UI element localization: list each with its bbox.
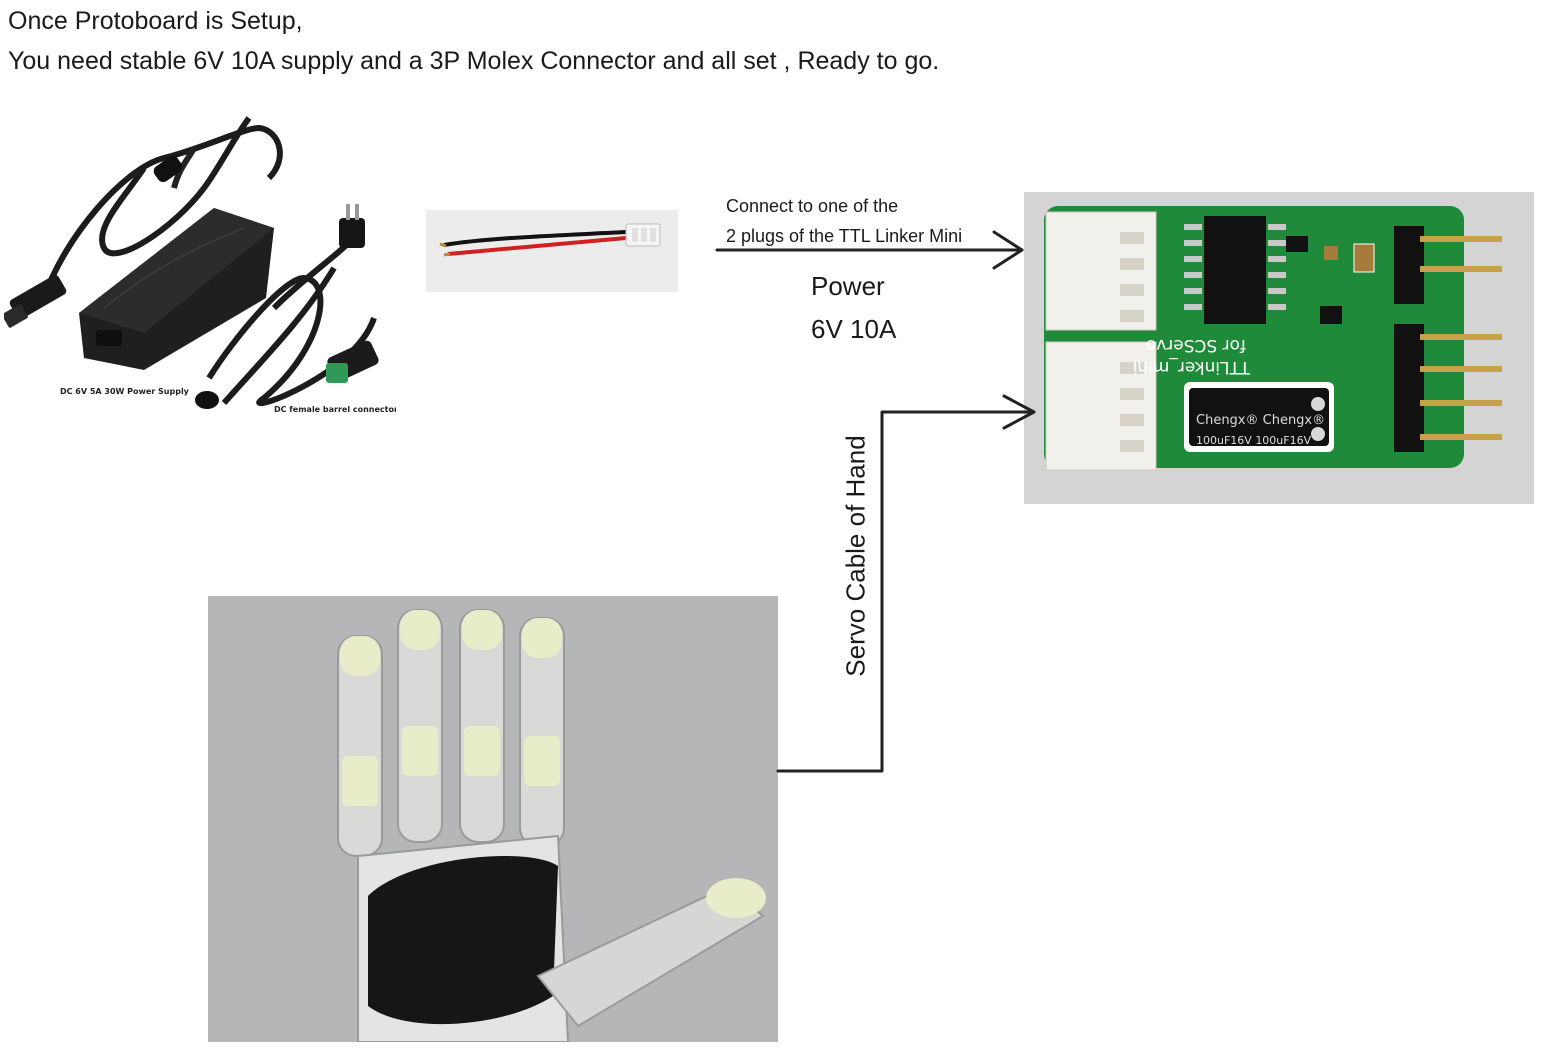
capacitor-value: 100uF16V 100uF16V [1196,434,1312,447]
intro-line-1: Once Protoboard is Setup, [8,7,303,35]
power-supply-image: DC 6V 5A 30W Power Supply DC female barr… [4,108,396,420]
molex-cable-image [426,210,678,292]
board-silkscreen-2: for SCServo [1146,335,1246,355]
barrel-connector-caption: DC female barrel connector [274,405,396,414]
connect-instruction-line-1: Connect to one of the [726,196,899,216]
power-label: Power [811,271,885,301]
servo-connector-line [776,410,1036,773]
power-rating-label: 6V 10A [811,314,897,344]
capacitor-brand: Chengx® Chengx® [1196,413,1325,428]
robotic-hand-image [208,596,778,1042]
board-silkscreen-1: TTLinker_mini [1133,357,1251,377]
power-supply-caption: DC 6V 5A 30W Power Supply [60,387,189,396]
intro-line-2: You need stable 6V 10A supply and a 3P M… [8,47,940,75]
power-arrow-head [992,230,1024,270]
ttl-linker-mini-image: Chengx® Chengx® 100uF16V 100uF16V TTLink… [1024,192,1534,504]
connect-instruction-line-2: 2 plugs of the TTL Linker Mini [726,226,963,246]
servo-cable-label: Servo Cable of Hand [840,435,871,677]
